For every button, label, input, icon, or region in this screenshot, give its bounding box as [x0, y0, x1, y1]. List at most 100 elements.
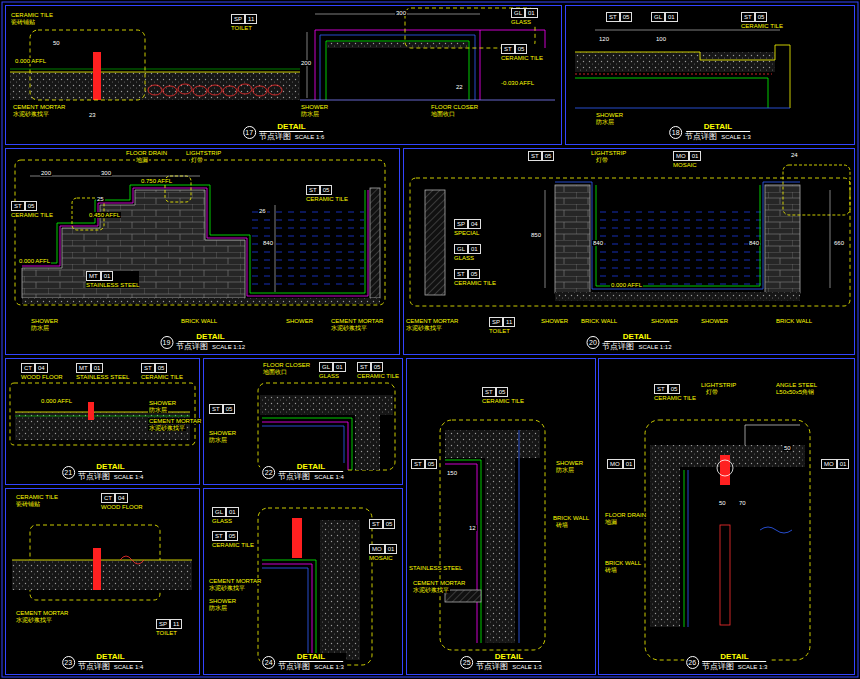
tag-code: GL01: [319, 362, 346, 372]
annotation: 瓷砖铺贴: [10, 19, 36, 25]
tag-cell: 05: [155, 363, 168, 373]
tag-cell: ST: [209, 404, 223, 414]
detail-number: 17: [243, 126, 256, 139]
annotation: 水泥砂浆找平: [12, 111, 50, 117]
detail-26-section: [645, 420, 810, 660]
tag-cell: ST: [528, 151, 542, 161]
detail-number: 21: [62, 466, 75, 479]
annotation: 23: [88, 112, 97, 118]
detail-26-section: [760, 527, 792, 533]
tag-code: ST05: [357, 362, 399, 372]
title-row: 节点详图SCALE 1:12: [602, 342, 671, 352]
annotation: CEMENT MORTAR: [412, 580, 466, 586]
detail-17-section: [93, 52, 101, 100]
tag-code: MT01: [76, 363, 129, 373]
annotation: 水泥砂浆找平: [412, 587, 450, 593]
tag-cell: 01: [101, 271, 114, 281]
tag-cell: 05: [668, 384, 681, 394]
annotation: L50x50x5角钢: [775, 389, 815, 395]
tag-code: GL01: [454, 244, 481, 254]
detail-17-section: [148, 85, 162, 95]
material-name: WOOD FLOOR: [21, 374, 63, 380]
annotation: 840: [748, 240, 760, 246]
detail-21-section: [15, 416, 190, 417]
annotation: 100: [655, 36, 667, 42]
tag-cell: ST: [357, 362, 371, 372]
annotation: 防水层: [30, 325, 50, 331]
detail-heading: DETAIL: [477, 653, 541, 663]
detail-heading-cn: 节点详图: [176, 342, 208, 352]
detail-number: 19: [160, 336, 173, 349]
tag-cell: MT: [76, 363, 91, 373]
title-column: DETAIL节点详图SCALE 1:3: [476, 653, 542, 672]
tag-code: ST05: [306, 185, 348, 195]
detail-17-section: [268, 85, 282, 95]
detail-21-section: [15, 412, 190, 440]
annotation: CERAMIC TILE: [15, 494, 59, 500]
tag-cell: SP: [231, 14, 245, 24]
detail-24-section: [262, 568, 308, 660]
detail-title: 25DETAIL节点详图SCALE 1:3: [458, 653, 544, 672]
detail-title: 23DETAIL节点详图SCALE 1:4: [60, 653, 146, 672]
material-name: CERAMIC TILE: [482, 398, 524, 404]
scale-note: SCALE 1:4: [114, 664, 144, 671]
detail-26-section: [717, 460, 733, 476]
annotation: CEMENT MORTAR: [148, 418, 202, 424]
detail-heading: DETAIL: [78, 463, 142, 473]
annotation: BRICK WALL: [580, 318, 618, 324]
detail-17-section: [178, 84, 192, 94]
detail-22-section: [258, 383, 395, 470]
annotation: 地漏: [135, 157, 149, 163]
detail-17-section: [327, 42, 468, 48]
material-tag: ST05: [411, 459, 437, 469]
detail-23-section: [12, 525, 192, 600]
annotation: 300: [395, 10, 407, 16]
tag-cell: ST: [501, 44, 515, 54]
annotation: 灯带: [595, 157, 609, 163]
title-column: DETAIL节点详图SCALE 1:12: [176, 333, 245, 352]
detail-heading: DETAIL: [178, 333, 242, 343]
material-tag: ST05CERAMIC TILE: [501, 44, 543, 61]
annotation: SHOWER: [555, 460, 584, 466]
tag-code: ST05: [654, 384, 696, 394]
detail-17-section: [193, 86, 207, 96]
tag-code: ST05: [606, 12, 632, 22]
tag-cell: 05: [425, 459, 438, 469]
material-tag: MT01STAINLESS STEEL: [86, 271, 139, 288]
tag-cell: ST: [411, 459, 425, 469]
detail-title: 22DETAIL节点详图SCALE 1:4: [260, 463, 346, 482]
tag-code: ST05: [528, 151, 554, 161]
annotation: 灯带: [705, 389, 719, 395]
annotation: SHOWER: [595, 112, 624, 118]
detail-heading: DETAIL: [259, 123, 323, 133]
title-row: 节点详图SCALE 1:3: [685, 132, 751, 142]
detail-17-section: [315, 30, 480, 100]
annotation: 瓷砖铺贴: [15, 501, 41, 507]
material-tag: MT01STAINLESS STEEL: [76, 363, 129, 380]
tag-cell: CT: [101, 493, 115, 503]
tag-cell: 05: [620, 12, 633, 22]
detail-24-section: [258, 508, 372, 665]
detail-title: 21DETAIL节点详图SCALE 1:4: [60, 463, 146, 482]
tag-code: ST05: [482, 387, 524, 397]
detail-heading-cn: 节点详图: [685, 132, 717, 142]
material-tag: GL01GLASS: [454, 244, 481, 261]
tag-cell: GL: [511, 8, 525, 18]
tag-code: MO01: [673, 151, 701, 161]
detail-21-section: [10, 383, 195, 445]
tag-cell: 05: [515, 44, 528, 54]
detail-17-section: [326, 41, 469, 100]
detail-20-section: [830, 190, 831, 288]
detail-18-section: [575, 78, 768, 108]
detail-19-section: [22, 298, 380, 304]
annotation: SHOWER: [540, 318, 569, 324]
material-name: CERAMIC TILE: [501, 55, 543, 61]
tag-code: MT01: [86, 271, 139, 281]
material-name: GLASS: [212, 518, 239, 524]
detail-number: 18: [669, 126, 682, 139]
tag-cell: SP: [454, 219, 468, 229]
tag-cell: 11: [170, 619, 182, 629]
detail-title: 17DETAIL节点详图SCALE 1:6: [241, 123, 327, 142]
annotation: 防水层: [595, 119, 615, 125]
